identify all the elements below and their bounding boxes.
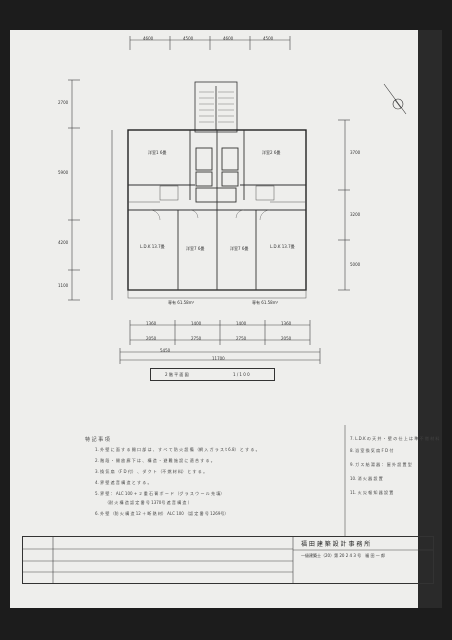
dim-label: 4500 xyxy=(263,36,274,41)
dim-label: 2050 xyxy=(281,336,292,341)
room-label: 洋室7 6畳 xyxy=(186,246,205,251)
dim-label: 1360 xyxy=(146,321,157,326)
title-block: 福 田 建 築 設 計 事 務 所 一級建築士（20）第 20 2 4 3 号 … xyxy=(22,536,434,584)
dim-label: 4200 xyxy=(58,240,69,245)
note-line: 5. 界 壁 ： ALC 100 + ２ 重 石 膏 ボ ー ド （グ ラ ス … xyxy=(95,491,225,496)
dim-label: 5900 xyxy=(58,170,69,175)
drawing-title-box: 2 階 平 面 図 1 / 1 0 0 xyxy=(150,368,275,381)
dim-label: 3200 xyxy=(350,212,361,217)
dim-label: 4600 xyxy=(223,36,234,41)
dim-label: 11700 xyxy=(212,356,225,361)
note-line: 6. 外 壁 （防 火 構 造 12 ＋ 断 熱 材） ALC 100 （認 定… xyxy=(95,511,229,516)
note-line-right: 10. 消 火 器 設 置 xyxy=(350,476,383,481)
dim-label: 2750 xyxy=(191,336,202,341)
note-line-right: 9. ガ ス 給 湯 器 ： 屋 外 設 置 型 xyxy=(350,462,412,467)
floor-area-label: 専有 61.58m² xyxy=(252,300,279,305)
room-label: 洋室1 6畳 xyxy=(148,150,167,155)
note-line-right: 8. 浴 室 換 気 扇 F D 付 xyxy=(350,448,394,453)
note-line: （耐 火 構 造 認 定 番 号 1370号 遮 音 構 造 ） xyxy=(105,500,192,505)
room-label: L.D.K 13.7畳 xyxy=(140,244,165,249)
title-block-grid xyxy=(23,537,433,583)
firm-name: 福 田 建 築 設 計 事 務 所 xyxy=(301,541,371,548)
note-line-right: 7. L.D.K の 天 井 ・ 壁 の 仕 上 は 準 不 燃 材 料 xyxy=(350,436,440,441)
room-label: 洋室2 6畳 xyxy=(262,150,281,155)
note-line: 1. 外 壁 に 面 す る 開 口 部 は 、 す べ て 防 火 設 備 （… xyxy=(95,447,260,452)
floor-area-label: 専有 61.58m² xyxy=(168,300,195,305)
dim-label: 3700 xyxy=(350,150,361,155)
dim-label: 4600 xyxy=(143,36,154,41)
firm-address: 一級建築士（20）第 20 2 4 3 号 福 田 一 郎 xyxy=(301,553,385,558)
drawing-scale: 1 / 1 0 0 xyxy=(233,372,250,377)
page-shadow xyxy=(418,30,442,608)
drawing-title: 2 階 平 面 図 xyxy=(165,372,189,377)
dim-label: 1400 xyxy=(236,321,247,326)
dim-label: 5000 xyxy=(350,262,361,267)
note-line-right: 11. 火 災 報 知 器 設 置 xyxy=(350,490,394,495)
dim-label: 1360 xyxy=(281,321,292,326)
note-line: 3. 換 気 扇 （F D 付） 、 ダ ク ト （不 燃 材 料） と す る… xyxy=(95,469,208,474)
note-line: 2. 階 段 ・ 開 放 廊 下 は 、 構 造 ・ 避 難 施 設 に 適 合… xyxy=(95,458,215,463)
north-arrow-icon xyxy=(383,83,407,115)
notes-heading: 特 記 事 項 xyxy=(85,437,110,443)
dim-label: 4500 xyxy=(183,36,194,41)
dim-label: 1100 xyxy=(58,283,69,288)
dim-label: 5450 xyxy=(160,348,171,353)
dim-label: 1400 xyxy=(191,321,202,326)
document-sheet xyxy=(10,30,442,608)
dim-label: 2700 xyxy=(58,100,69,105)
room-label: 洋室7 6畳 xyxy=(230,246,249,251)
note-line: 4. 界 壁 遮 音 構 造 と す る 。 xyxy=(95,480,152,485)
dim-label: 2050 xyxy=(146,336,157,341)
dim-label: 2750 xyxy=(236,336,247,341)
room-label: L.D.K 13.7畳 xyxy=(270,244,295,249)
